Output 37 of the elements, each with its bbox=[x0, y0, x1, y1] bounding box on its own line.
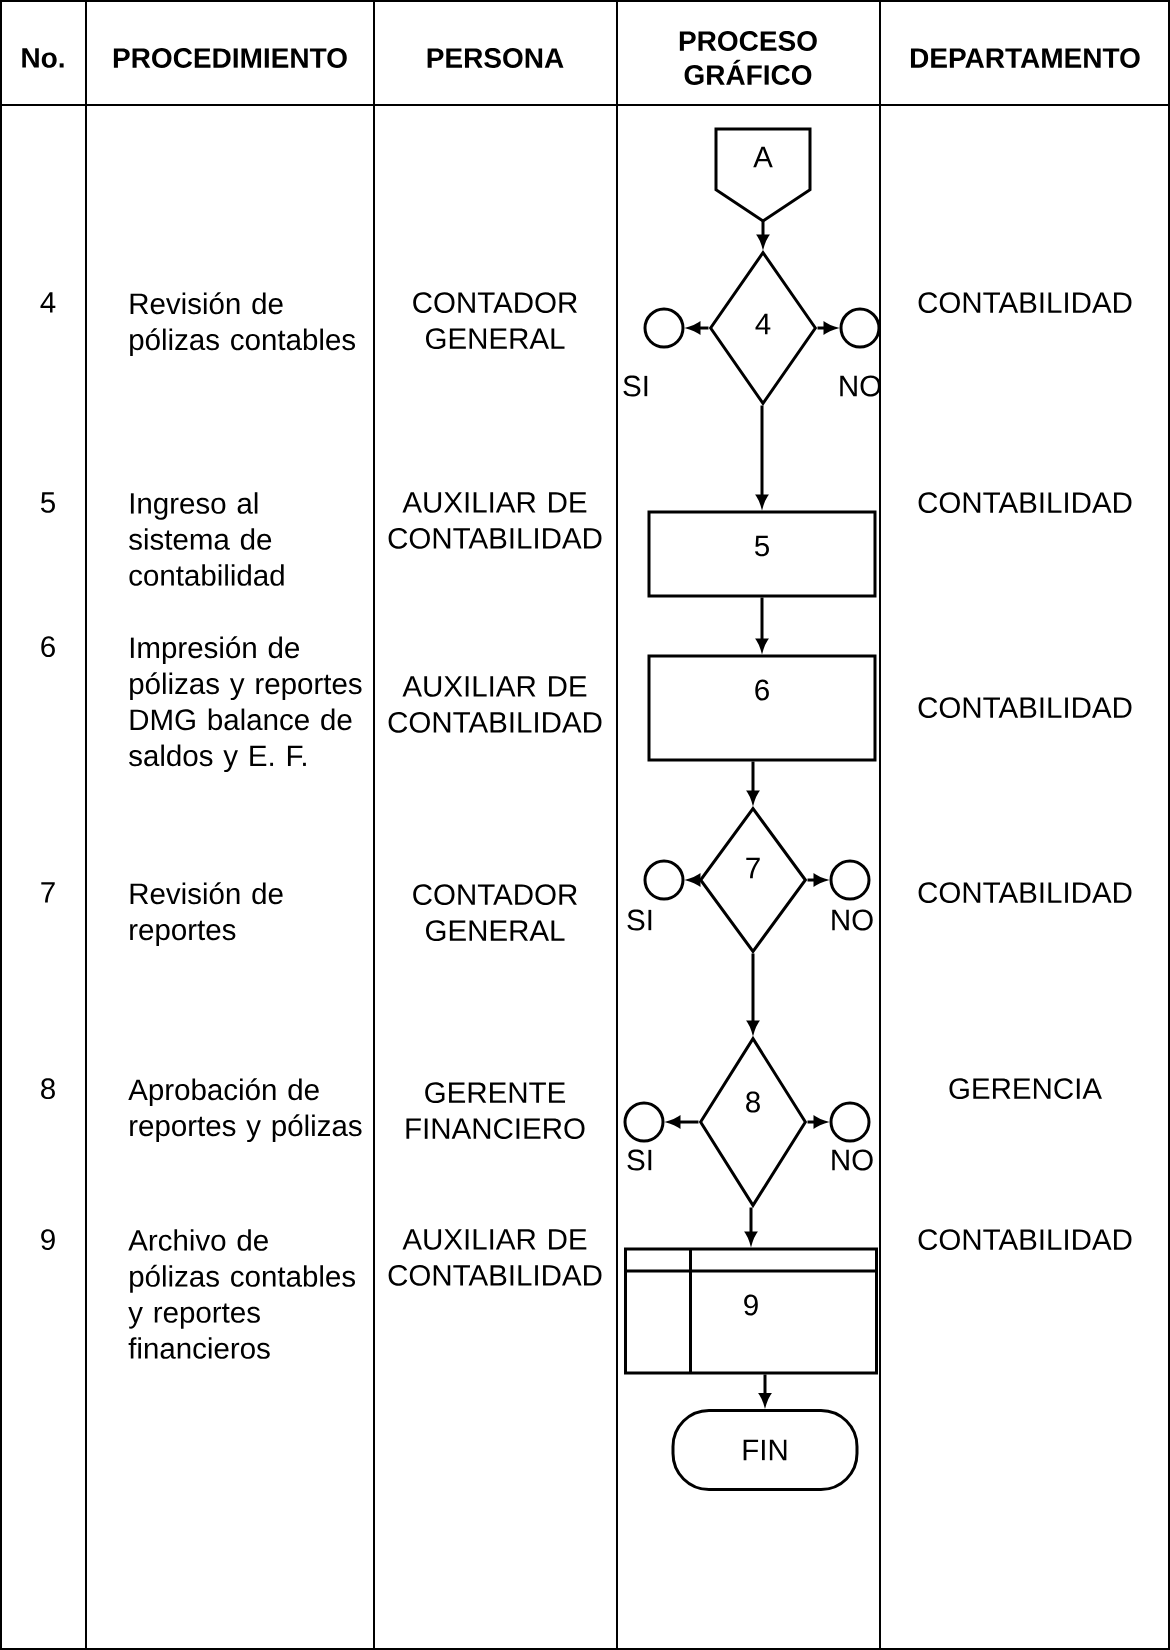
off-page-connector: A bbox=[714, 127, 812, 223]
column-header: DEPARTAMENTO bbox=[910, 48, 1140, 68]
arrow bbox=[745, 1207, 757, 1244]
process-box: 5 bbox=[647, 510, 877, 598]
column-header: PERSONA bbox=[427, 48, 564, 68]
answer-label: SI bbox=[623, 375, 648, 397]
column-header: No. bbox=[22, 48, 64, 68]
terminal-box: FIN bbox=[671, 1409, 859, 1491]
department-text: CONTABILIDAD bbox=[918, 1229, 1132, 1251]
procedure-text: Ingreso al sistema de contabilidad bbox=[129, 492, 284, 586]
person-text: AUXILIAR DE CONTABILIDAD bbox=[388, 676, 602, 733]
storage-box: 9 bbox=[624, 1247, 878, 1375]
department-text: CONTABILIDAD bbox=[918, 492, 1132, 514]
answer-label: SI bbox=[627, 909, 652, 931]
column-header: PROCEDIMIENTO bbox=[113, 48, 347, 68]
process-box: 6 bbox=[647, 654, 877, 762]
row-number: 9 bbox=[41, 1229, 55, 1251]
row-number: 8 bbox=[41, 1078, 55, 1100]
procedure-text: Revisión de pólizas contables bbox=[130, 292, 356, 357]
procedure-text: Archivo de pólizas contables y reportes financieros bbox=[128, 1229, 356, 1359]
person-text: CONTADOR GENERAL bbox=[413, 884, 577, 942]
row-number: 4 bbox=[40, 292, 56, 313]
procedure-text: Impresión de pólizas y reportes DMG balance de saldos y E. F. bbox=[129, 636, 362, 773]
row-number: 7 bbox=[41, 882, 55, 903]
row-number: 5 bbox=[40, 492, 55, 513]
person-text: CONTADOR GENERAL bbox=[413, 292, 577, 350]
arrow bbox=[756, 405, 768, 507]
procedure-text: Revisión de reportes bbox=[130, 882, 283, 947]
arrow bbox=[759, 1374, 771, 1406]
row-number: 6 bbox=[41, 636, 55, 658]
procedure-text: Aprobación de reportes y pólizas bbox=[128, 1078, 362, 1143]
answer-label: NO bbox=[832, 909, 873, 931]
answer-label: SI bbox=[627, 1149, 652, 1171]
answer-label: NO bbox=[840, 375, 881, 397]
arrow bbox=[756, 597, 768, 651]
department-text: GERENCIA bbox=[949, 1078, 1102, 1100]
answer-label: NO bbox=[832, 1149, 873, 1171]
